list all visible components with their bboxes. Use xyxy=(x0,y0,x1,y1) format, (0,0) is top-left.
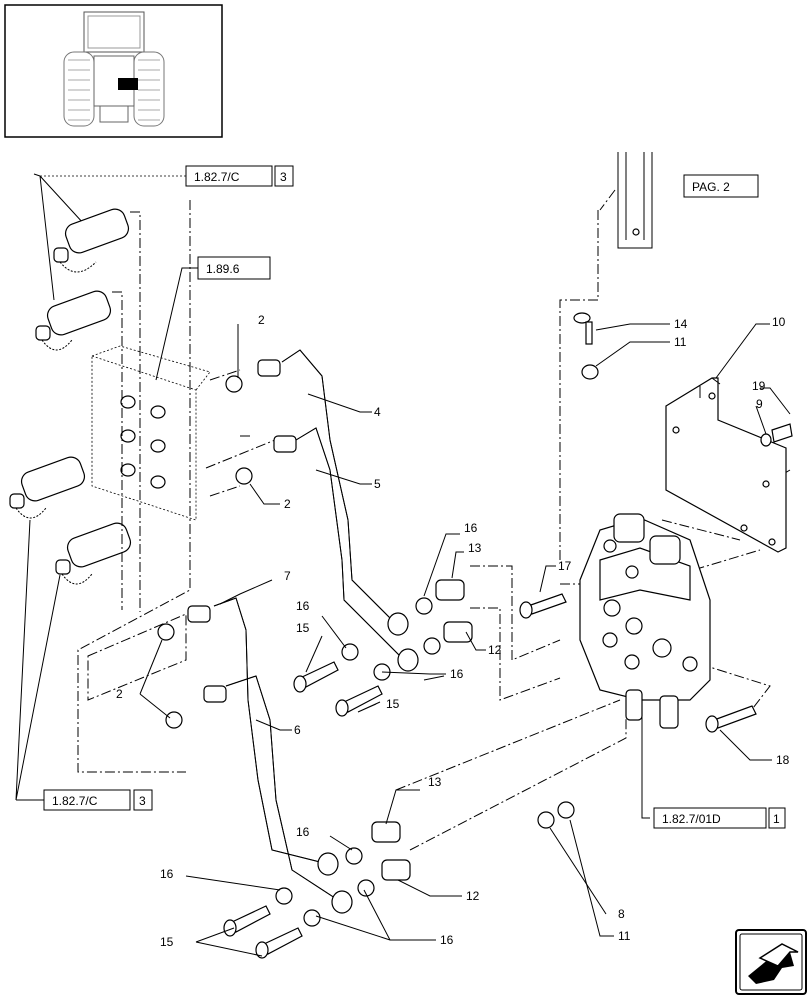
callout-12: 12 xyxy=(488,643,502,657)
callout-6: 6 xyxy=(294,723,301,737)
callout-16: 16 xyxy=(296,825,310,839)
callout-13: 13 xyxy=(428,775,442,789)
coupler-mounting-plate xyxy=(91,345,211,521)
quick-coupler-4 xyxy=(55,522,132,585)
tractor-rear-view-icon xyxy=(63,11,165,127)
next-page-arrow-icon[interactable] xyxy=(735,929,807,995)
adapters-washers xyxy=(275,579,473,927)
ref-box-1896[interactable]: 1.89.6 xyxy=(197,256,271,280)
callout-16: 16 xyxy=(160,867,174,881)
ref-page: 3 xyxy=(139,794,146,808)
callout-7: 7 xyxy=(284,569,291,583)
tractor-thumbnail xyxy=(4,4,223,138)
callout-5: 5 xyxy=(374,477,381,491)
hoses-lower xyxy=(187,597,353,914)
ref-box-1827c-top[interactable]: 1.82.7/C 3 xyxy=(185,165,294,187)
callout-12: 12 xyxy=(466,889,480,903)
nut-top xyxy=(581,364,599,380)
callout-leaders xyxy=(139,323,791,957)
callout-16: 16 xyxy=(296,599,310,613)
ref-leaders xyxy=(15,173,650,819)
callout-2: 2 xyxy=(284,497,291,511)
loose-washers xyxy=(537,801,575,829)
callout-labels: 2 4 5 2 14 11 10 19 9 16 13 17 7 16 15 1… xyxy=(116,313,790,949)
upper-bracket xyxy=(617,152,653,249)
ref-box-pag2[interactable]: PAG. 2 xyxy=(683,174,759,198)
ref-code: PAG. 2 xyxy=(692,180,730,194)
callout-4: 4 xyxy=(374,405,381,419)
callout-2: 2 xyxy=(258,313,265,327)
callout-17: 17 xyxy=(558,559,572,573)
callout-2: 2 xyxy=(116,687,123,701)
callout-8: 8 xyxy=(618,907,625,921)
callout-10: 10 xyxy=(772,315,786,329)
ref-code: 1.82.7/C xyxy=(52,794,98,808)
quick-coupler-1 xyxy=(53,208,130,273)
ref-box-1827c-bottom[interactable]: 1.82.7/C 3 xyxy=(43,789,153,811)
highlight-marker xyxy=(118,78,138,90)
callout-16: 16 xyxy=(450,667,464,681)
callout-15: 15 xyxy=(386,697,400,711)
ref-page: 1 xyxy=(773,812,780,826)
banjo-bolts xyxy=(223,593,757,959)
callout-15: 15 xyxy=(296,621,310,635)
ref-code: 1.82.7/C xyxy=(194,170,240,184)
callout-9: 9 xyxy=(756,397,763,411)
callout-18: 18 xyxy=(776,753,790,767)
quick-coupler-3 xyxy=(9,456,86,519)
callout-11: 11 xyxy=(618,929,631,943)
callout-15: 15 xyxy=(160,935,174,949)
callout-13: 13 xyxy=(468,541,482,555)
ref-code: 1.89.6 xyxy=(206,262,240,276)
callout-14: 14 xyxy=(674,317,688,331)
screw-washer xyxy=(760,423,793,447)
ref-box-182701d[interactable]: 1.82.7/01D 1 xyxy=(653,807,786,829)
callout-16: 16 xyxy=(440,933,454,947)
ref-code: 1.82.7/01D xyxy=(662,812,721,826)
valve-mounting-bracket xyxy=(665,377,787,553)
callout-19: 19 xyxy=(752,379,766,393)
eye-bolt xyxy=(573,312,593,345)
quick-coupler-2 xyxy=(35,290,112,351)
control-valve xyxy=(579,513,711,729)
callout-16: 16 xyxy=(464,521,478,535)
routing-lines xyxy=(77,189,791,851)
callout-11: 11 xyxy=(674,335,687,349)
nuts-2 xyxy=(157,375,253,729)
hoses-upper xyxy=(257,349,419,672)
ref-page: 3 xyxy=(280,170,287,184)
